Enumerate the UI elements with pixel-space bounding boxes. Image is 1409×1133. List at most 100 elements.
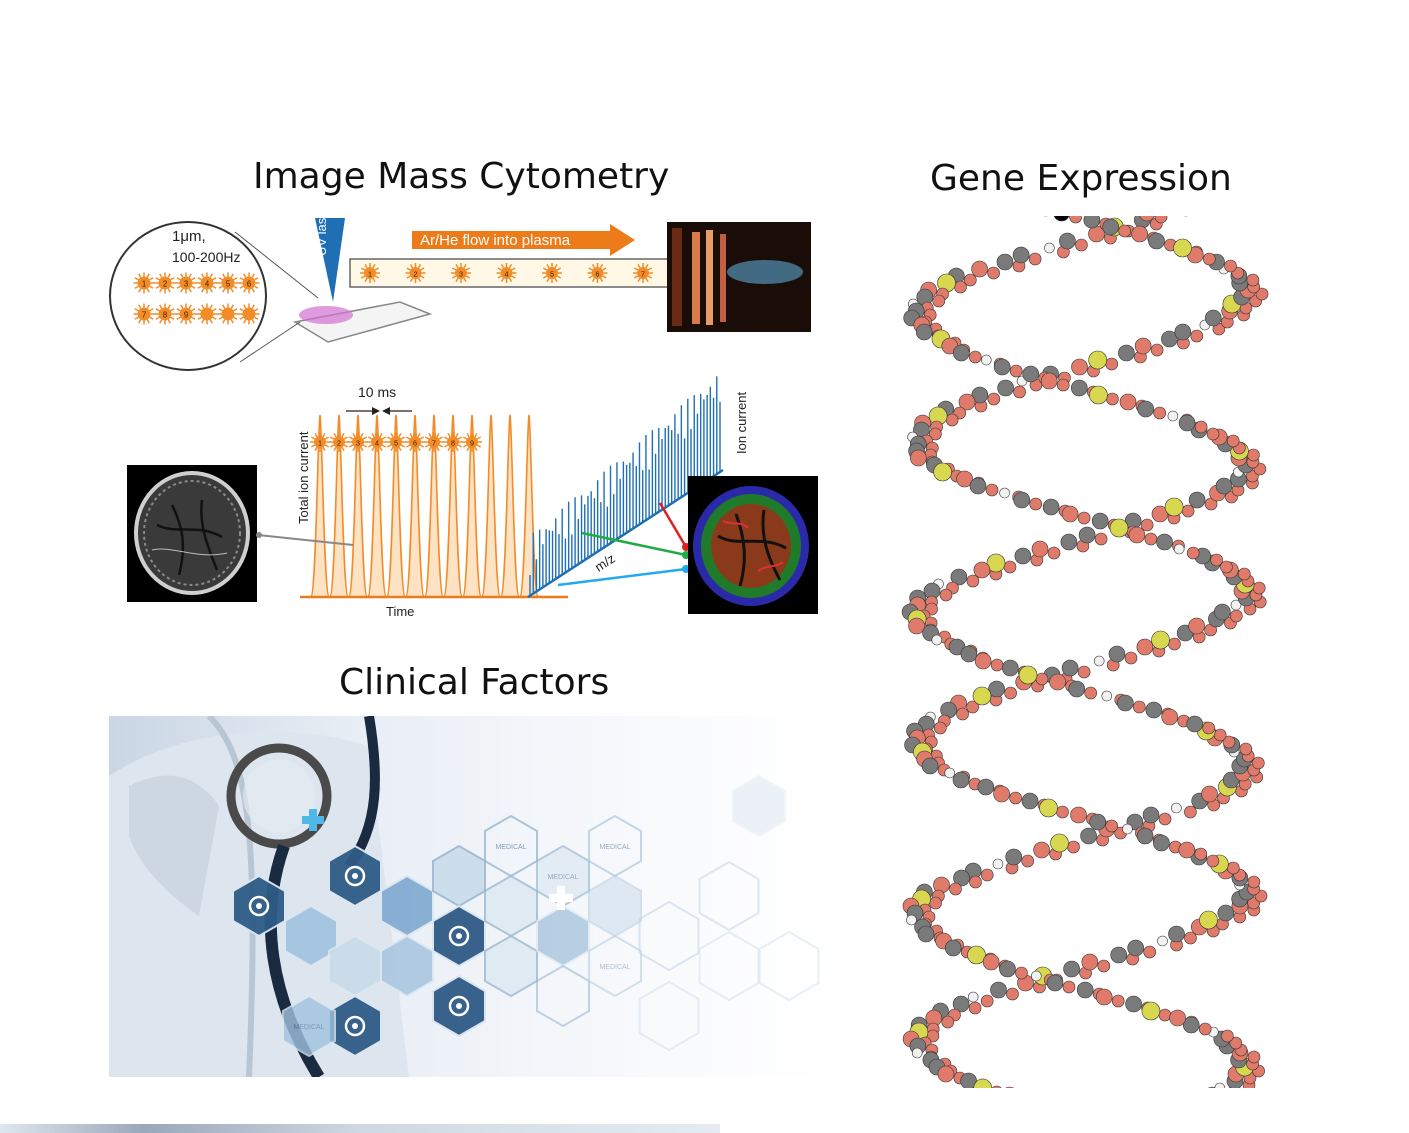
- dna-atom: [1084, 686, 1097, 700]
- dna-atom: [1050, 833, 1069, 853]
- dna-atom: [987, 266, 1000, 280]
- dna-atom: [1134, 337, 1152, 355]
- dna-atom: [1049, 673, 1066, 691]
- dna-atom: [1004, 686, 1017, 700]
- dna-atom: [1204, 309, 1222, 327]
- dna-atom: [960, 645, 978, 663]
- medical-cross-icon: [302, 809, 573, 910]
- time-label: Time: [386, 604, 415, 619]
- zoom-spot: 8: [154, 303, 176, 325]
- dna-atom: [1040, 372, 1058, 390]
- dna-atom: [1069, 216, 1082, 224]
- dna-atom: [1173, 238, 1192, 258]
- ion-current-peak: [348, 414, 368, 598]
- dna-atom: [1161, 708, 1179, 726]
- dna-atom: [986, 553, 1006, 573]
- dna-atom: [921, 757, 939, 775]
- spot-number: 2: [414, 270, 418, 279]
- dna-atom: [1229, 609, 1243, 623]
- dna-atom: [1239, 742, 1253, 756]
- dna-atom: [1094, 532, 1108, 546]
- stream-spot: 6: [587, 263, 608, 283]
- dna-atom: [1137, 400, 1155, 418]
- dna-atom: [1215, 477, 1233, 495]
- dna-atom: [1158, 812, 1172, 826]
- tissue-pointer-line: [256, 532, 354, 546]
- dna-atom: [1068, 680, 1085, 698]
- dna-atom: [969, 477, 987, 495]
- spot-size-label: 1μm,: [172, 228, 206, 245]
- ion-current-peak: [310, 414, 330, 598]
- dna-atom: [1206, 427, 1220, 441]
- dna-atom: [1062, 980, 1076, 994]
- dna-atom: [1002, 659, 1019, 677]
- dna-atom: [1035, 672, 1049, 686]
- dna-atom: [1213, 603, 1231, 621]
- spot-number: 9: [470, 439, 474, 448]
- dna-atom: [906, 914, 917, 926]
- spot-frequency-label: 100-200Hz: [172, 249, 241, 265]
- dna-atom: [991, 1085, 1002, 1088]
- dna-atom: [1199, 910, 1218, 930]
- dna-atom: [972, 686, 992, 706]
- dna-atom: [974, 652, 992, 670]
- dna-atom: [931, 634, 943, 646]
- dna-atom: [1186, 715, 1204, 733]
- dna-atom: [1202, 252, 1216, 266]
- ion-current-peak: [500, 414, 520, 598]
- dna-atom: [908, 617, 925, 635]
- dna-atom: [1128, 526, 1146, 544]
- dna-atom: [1181, 504, 1195, 518]
- dna-atom: [1111, 994, 1125, 1008]
- dna-atom: [1164, 497, 1184, 517]
- dna-atom: [1125, 995, 1142, 1013]
- spot-number: 7: [142, 311, 146, 320]
- eye-icon: [248, 895, 270, 917]
- dna-atom: [1095, 988, 1113, 1006]
- zoom-spot: [238, 303, 260, 325]
- dna-atom: [1006, 987, 1019, 1001]
- dna-atom: [1122, 823, 1133, 835]
- dna-atom: [1039, 798, 1058, 818]
- dna-atom: [1255, 287, 1269, 301]
- dna-atom: [915, 323, 933, 341]
- dna-atom: [1046, 974, 1064, 992]
- pulse-spot: 1: [310, 432, 330, 452]
- dna-atom: [952, 995, 970, 1013]
- dna-atom: [1109, 518, 1129, 538]
- dna-atom: [1018, 665, 1038, 685]
- dna-atom: [993, 358, 1011, 376]
- dna-atom: [1206, 854, 1220, 868]
- dna-atom: [1119, 393, 1137, 411]
- dna-atom: [1210, 553, 1223, 567]
- spot-number: 1: [318, 439, 322, 448]
- hexagon-label: MEDICAL: [547, 874, 578, 881]
- ion-current-peak: [519, 414, 539, 598]
- dna-atom: [1108, 645, 1126, 663]
- medical-hexagon: [638, 900, 700, 972]
- dna-atom: [1029, 497, 1042, 511]
- stream-spot: 4: [496, 263, 517, 283]
- dna-atom: [1173, 543, 1185, 555]
- mass-spectra: [529, 376, 721, 595]
- pulse-spot: 7: [424, 432, 444, 452]
- dna-atom: [1089, 813, 1106, 831]
- dna-atom: [1059, 232, 1076, 250]
- spot-number: 7: [432, 439, 436, 448]
- dna-atom: [1169, 1009, 1186, 1027]
- dna-atom: [1202, 721, 1216, 735]
- dna-atom: [981, 354, 992, 366]
- medical-hexagon: [758, 930, 820, 1002]
- ion-current-peak: [329, 414, 349, 598]
- dna-atom: [990, 981, 1007, 999]
- dna-atom: [993, 785, 1010, 803]
- flow-arrow: [412, 224, 635, 256]
- dna-atom: [1097, 959, 1111, 973]
- dna-atom: [917, 925, 935, 943]
- dna-atom: [999, 487, 1010, 499]
- medical-hexagon: [536, 904, 590, 968]
